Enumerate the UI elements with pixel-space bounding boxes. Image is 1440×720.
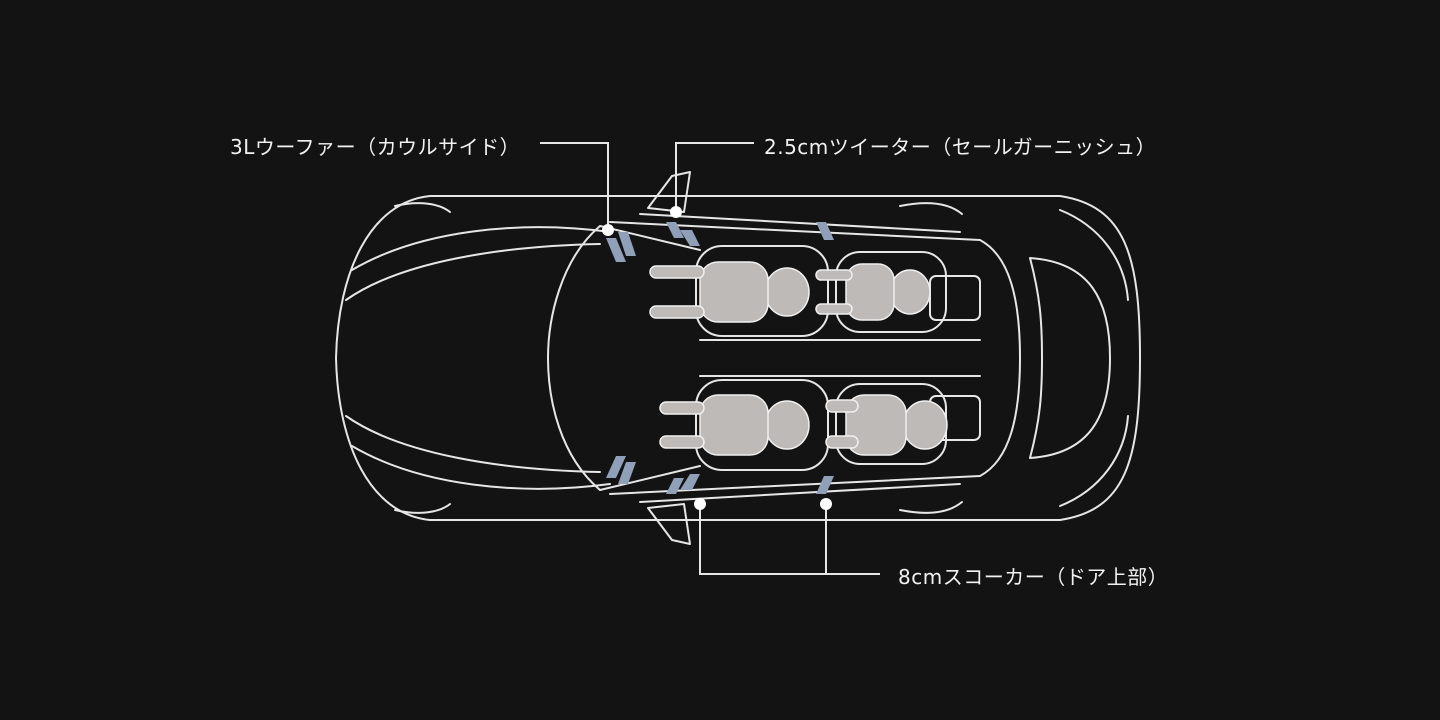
occupant-front-right: [659, 394, 810, 456]
tweeter-left-icon: [666, 222, 700, 246]
tweeter-right-icon: [666, 474, 700, 494]
leader-dots: [602, 206, 832, 510]
rear-window: [1029, 257, 1111, 459]
leader-woofer: [540, 142, 609, 230]
leader-tweeter: [675, 142, 754, 212]
occupants: [649, 261, 948, 456]
car-outline: [335, 171, 1141, 545]
occupant-rear-left: [815, 263, 931, 321]
squawker-rear-left-icon: [816, 222, 834, 240]
windshield: [547, 225, 601, 491]
squawker-rear-right-icon: [816, 476, 834, 494]
leader-door-speaker: [699, 504, 880, 575]
door-speaker-label: 8cmスコーカー（ドア上部）: [898, 565, 1169, 589]
car-body-outer: [335, 195, 1141, 521]
occupant-front-left: [649, 261, 810, 323]
tweeter-label: 2.5cmツイーター（セールガーニッシュ）: [764, 135, 1157, 159]
mirror-right: [647, 503, 691, 545]
cabin-outline: [609, 221, 1021, 495]
woofer-left-icon: [606, 232, 636, 262]
woofer-label: 3Lウーファー（カウルサイド）: [230, 135, 521, 159]
occupant-rear-right: [825, 394, 948, 456]
leader-lines: [540, 142, 880, 575]
woofer-right-icon: [606, 456, 636, 484]
mirror-left: [647, 171, 691, 213]
speakers: [606, 222, 834, 494]
